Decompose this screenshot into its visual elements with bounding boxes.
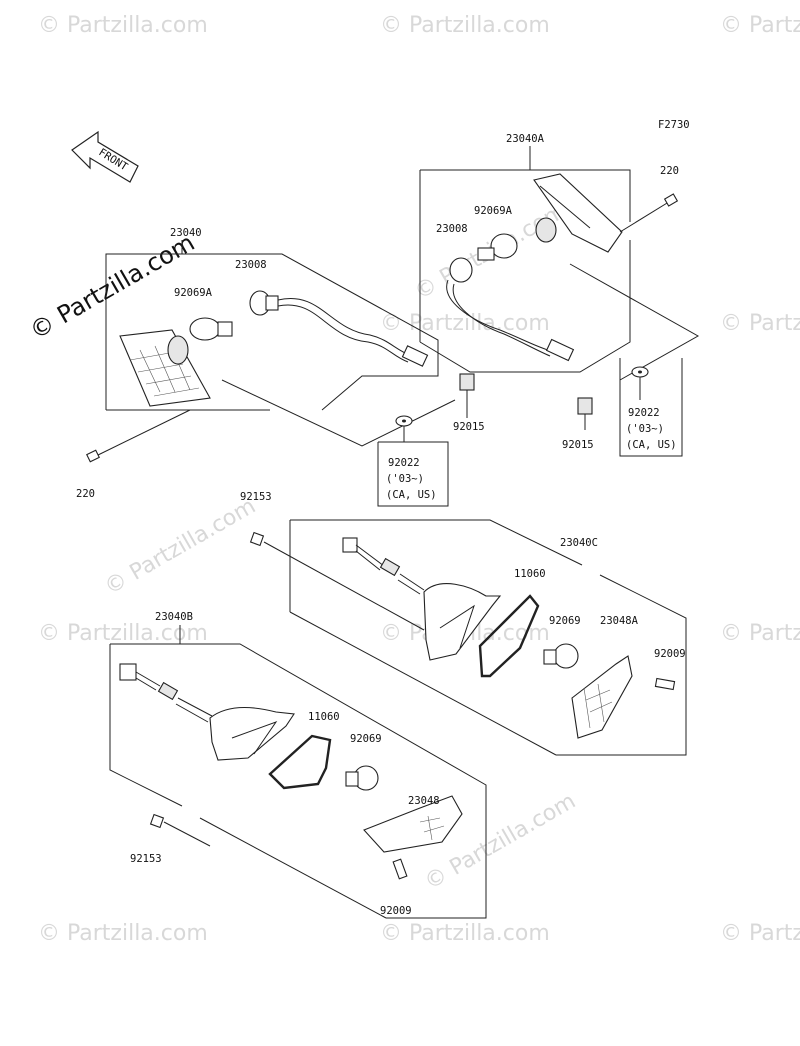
label-region: (CA, US) — [626, 439, 677, 451]
watermark: © Partzilla.com — [38, 13, 208, 38]
watermark: © Partzilla.com — [38, 621, 208, 646]
watermark: © Partzilla.com — [720, 621, 800, 646]
watermark: © Partzilla.com — [380, 13, 550, 38]
label-220: 220 — [76, 488, 95, 500]
label-92069A: 92069A — [174, 287, 213, 299]
watermark: © Partzilla.com — [720, 921, 800, 946]
label-11060: 11060 — [308, 711, 340, 723]
front-arrow-icon: FRONT — [71, 130, 139, 183]
label-220: 220 — [660, 165, 679, 177]
watermark: © Partzilla.com — [380, 921, 550, 946]
label-23040B: 23040B — [155, 611, 193, 623]
watermark: © Partzilla.com — [101, 494, 261, 601]
label-year: ('03~) — [386, 473, 424, 485]
label-92069A: 92069A — [474, 205, 513, 217]
label-region: (CA, US) — [386, 489, 437, 501]
watermark: © Partzilla.com — [720, 13, 800, 38]
label-92015: 92015 — [453, 421, 485, 433]
label-23040A: 23040A — [506, 133, 545, 145]
label-23048A: 23048A — [600, 615, 639, 627]
watermark: © Partzilla.com — [720, 311, 800, 336]
label-23008: 23008 — [436, 223, 468, 235]
assembly-23040A: 23040A 220 92069A 23008 92015 92022 ('03… — [419, 133, 700, 457]
label-23040: 23040 — [170, 227, 202, 239]
assembly-23040: 23040 23008 92069A 220 92015 92022 ('03~… — [76, 227, 485, 507]
label-92022: 92022 — [628, 407, 660, 419]
watermark: © Partzilla.com — [380, 311, 550, 336]
label-92009: 92009 — [654, 648, 686, 660]
label-92015: 92015 — [562, 439, 594, 451]
assembly-23040B: 23040B 11060 92069 23048 92153 92009 — [109, 611, 487, 919]
label-92153: 92153 — [240, 491, 272, 503]
label-92069: 92069 — [350, 733, 382, 745]
label-92009: 92009 — [380, 905, 412, 917]
assembly-23040C: 23040C 92153 11060 92069 23048A 92009 — [240, 491, 687, 756]
watermark: © Partzilla.com — [38, 921, 208, 946]
label-92069: 92069 — [549, 615, 581, 627]
figure-code: F2730 — [658, 119, 690, 131]
label-23008: 23008 — [235, 259, 267, 271]
label-year: ('03~) — [626, 423, 664, 435]
label-11060: 11060 — [514, 568, 546, 580]
label-23040C: 23040C — [560, 537, 598, 549]
label-92153: 92153 — [130, 853, 162, 865]
label-92022: 92022 — [388, 457, 420, 469]
label-23048: 23048 — [408, 795, 440, 807]
